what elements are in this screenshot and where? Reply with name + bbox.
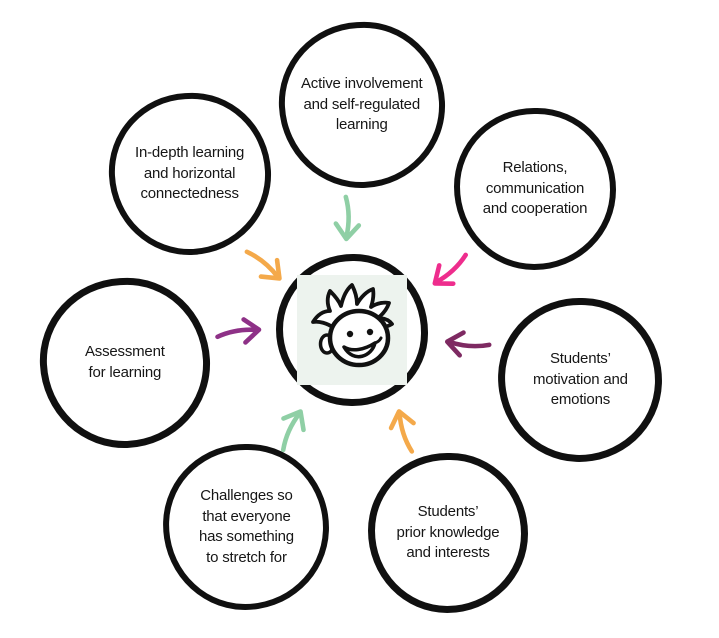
center-learner-circle bbox=[276, 254, 428, 406]
node-relations: Relations, communication and cooperation bbox=[454, 108, 616, 270]
arrow-from-active-involvement bbox=[333, 194, 362, 242]
node-active-involvement-label: Active involvement and self-regulated le… bbox=[301, 74, 423, 134]
node-prior-knowledge: Students’ prior knowledge and interests bbox=[368, 453, 528, 613]
node-relations-label: Relations, communication and cooperation bbox=[482, 158, 588, 218]
arrow-from-motivation bbox=[444, 330, 492, 358]
node-challenges: Challenges so that everyone has somethin… bbox=[160, 441, 332, 613]
node-motivation: Students’ motivation and emotions bbox=[495, 295, 665, 465]
node-in-depth: In-depth learning and horizontal connect… bbox=[104, 88, 276, 260]
node-prior-knowledge-label: Students’ prior knowledge and interests bbox=[396, 502, 500, 562]
arrow-from-challenges bbox=[280, 409, 306, 453]
node-motivation-label: Students’ motivation and emotions bbox=[532, 349, 628, 409]
child-face-icon bbox=[297, 275, 407, 385]
arrow-from-relations bbox=[432, 252, 468, 286]
node-assessment-label: Assessment for learning bbox=[85, 343, 165, 382]
node-in-depth-label: In-depth learning and horizontal connect… bbox=[135, 143, 245, 203]
node-assessment: Assessment for learning bbox=[35, 273, 215, 453]
arrow-from-prior-knowledge bbox=[388, 409, 416, 454]
arrow-from-in-depth bbox=[244, 249, 282, 281]
node-challenges-label: Challenges so that everyone has somethin… bbox=[198, 486, 294, 566]
arrow-from-assessment bbox=[215, 317, 262, 345]
node-active-involvement: Active involvement and self-regulated le… bbox=[274, 17, 450, 193]
